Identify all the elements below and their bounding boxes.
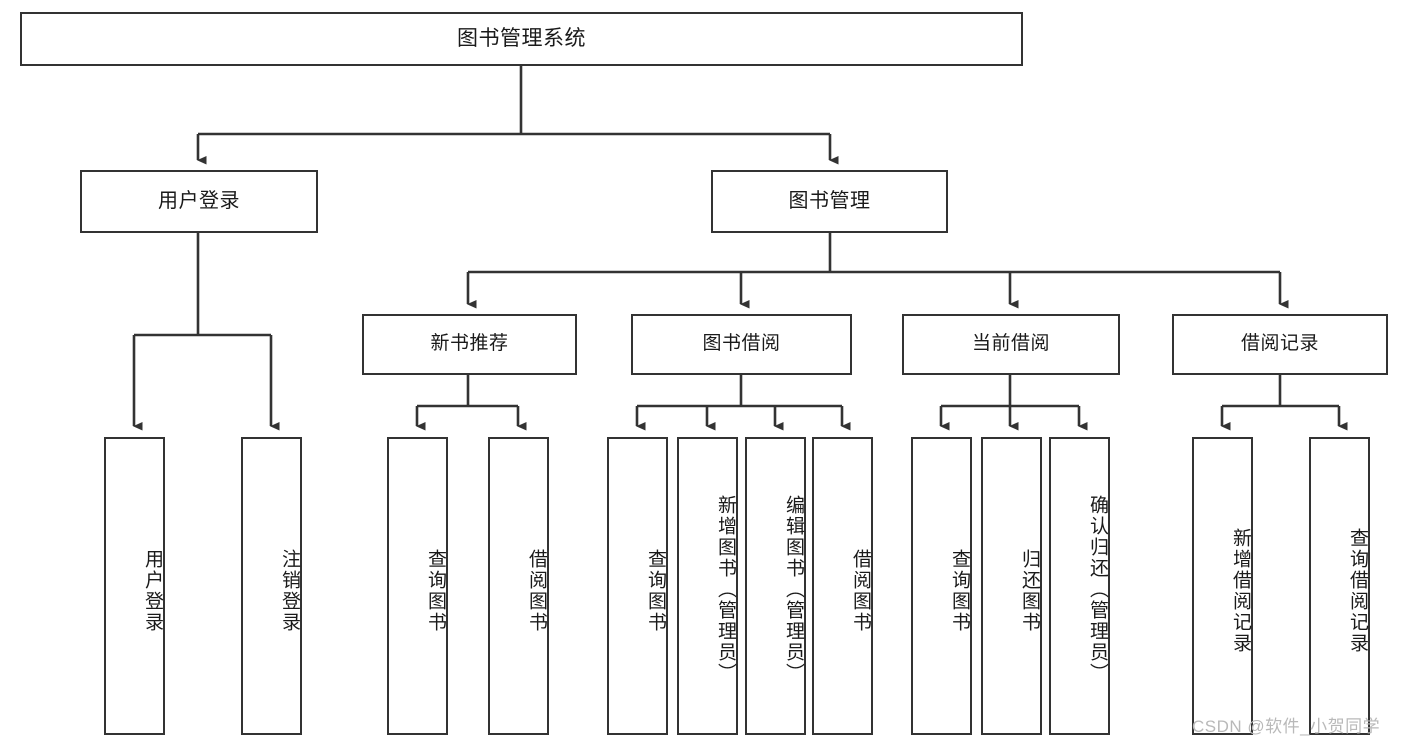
node-leaf-query-book-current[interactable]: 查询图书 [911,437,972,735]
node-label: 图书借阅 [702,333,781,355]
node-label: 借阅记录 [1240,333,1319,355]
node-label: 查询图书 [645,549,666,633]
node-leaf-borrow-book[interactable]: 借阅图书 [812,437,873,735]
node-new-book-recommend[interactable]: 新书推荐 [362,314,577,375]
node-leaf-confirm-return-admin[interactable]: 确认归还（管理员） [1049,437,1110,735]
node-label: 编辑图书（管理员） [783,494,804,684]
node-current-borrow[interactable]: 当前借阅 [902,314,1120,375]
node-label: 用户登录 [142,549,163,633]
node-leaf-add-book-admin[interactable]: 新增图书（管理员） [677,437,738,735]
node-label: 用户登录 [158,189,240,212]
node-book-management[interactable]: 图书管理 [711,170,948,233]
node-label: 归还图书 [1019,549,1040,633]
node-leaf-query-book-borrow[interactable]: 查询图书 [607,437,668,735]
node-leaf-return-book[interactable]: 归还图书 [981,437,1042,735]
node-root-book-management-system[interactable]: 图书管理系统 [20,12,1023,66]
node-label: 确认归还（管理员） [1087,494,1108,684]
node-label: 查询图书 [425,549,446,633]
node-borrow-record[interactable]: 借阅记录 [1172,314,1388,375]
csdn-watermark: CSDN @软件_小贺同学 [1192,717,1381,736]
node-label: 借阅图书 [526,549,547,633]
node-label: 借阅图书 [850,549,871,633]
node-label: 图书管理 [788,189,871,212]
node-label: 新增借阅记录 [1230,528,1251,654]
node-leaf-edit-book-admin[interactable]: 编辑图书（管理员） [745,437,806,735]
node-label: 图书管理系统 [457,26,586,50]
node-label: 查询图书 [949,549,970,633]
node-label: 注销登录 [279,549,300,633]
node-leaf-logout-login[interactable]: 注销登录 [241,437,302,735]
node-leaf-add-borrow-record[interactable]: 新增借阅记录 [1192,437,1253,735]
node-user-login[interactable]: 用户登录 [80,170,318,233]
node-leaf-query-borrow-record[interactable]: 查询借阅记录 [1309,437,1370,735]
node-leaf-user-login[interactable]: 用户登录 [104,437,165,735]
node-label: 新书推荐 [430,333,509,355]
node-label: 查询借阅记录 [1347,528,1368,654]
node-label: 当前借阅 [971,333,1050,355]
node-book-borrow[interactable]: 图书借阅 [631,314,852,375]
node-leaf-query-book-recommend[interactable]: 查询图书 [387,437,448,735]
node-label: 新增图书（管理员） [715,494,736,684]
node-leaf-borrow-book-recommend[interactable]: 借阅图书 [488,437,549,735]
